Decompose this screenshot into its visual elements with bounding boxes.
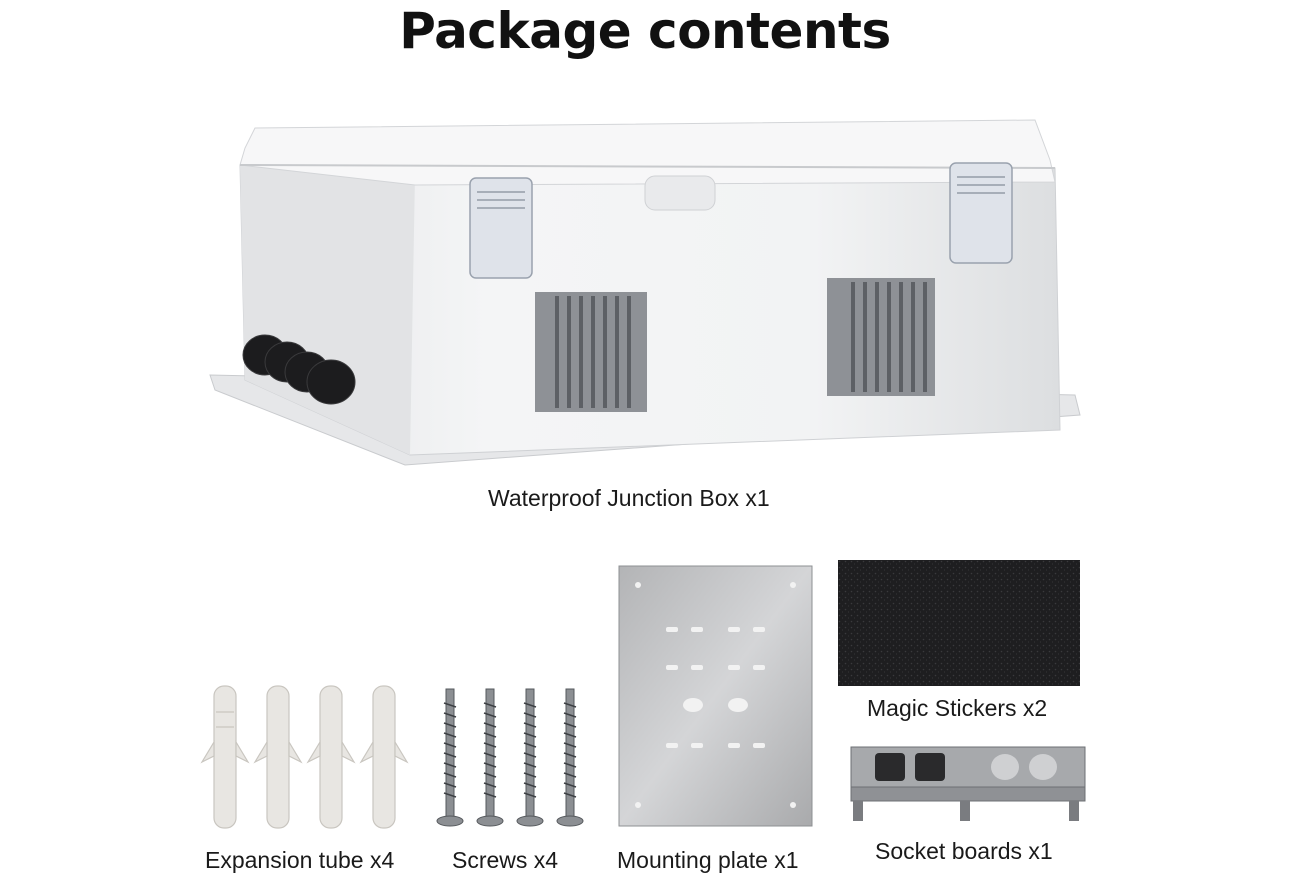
screw-image: [436, 688, 584, 827]
junction-box-caption: Waterproof Junction Box x1: [488, 485, 770, 511]
socket-board-image: [850, 746, 1086, 821]
mounting-plate-image: [618, 565, 813, 827]
screws-caption: Screws x4: [452, 847, 559, 873]
socket-boards-caption: Socket boards x1: [875, 838, 1053, 864]
expansion-tube-image: [200, 685, 409, 829]
page-title: Package contents: [399, 2, 891, 60]
mounting-plate-caption: Mounting plate x1: [617, 847, 799, 873]
expansion-tube-caption: Expansion tube x4: [205, 847, 395, 873]
magic-sticker-image: [838, 560, 1080, 686]
junction-box-image: [209, 119, 1081, 466]
magic-stickers-caption: Magic Stickers x2: [867, 695, 1048, 721]
